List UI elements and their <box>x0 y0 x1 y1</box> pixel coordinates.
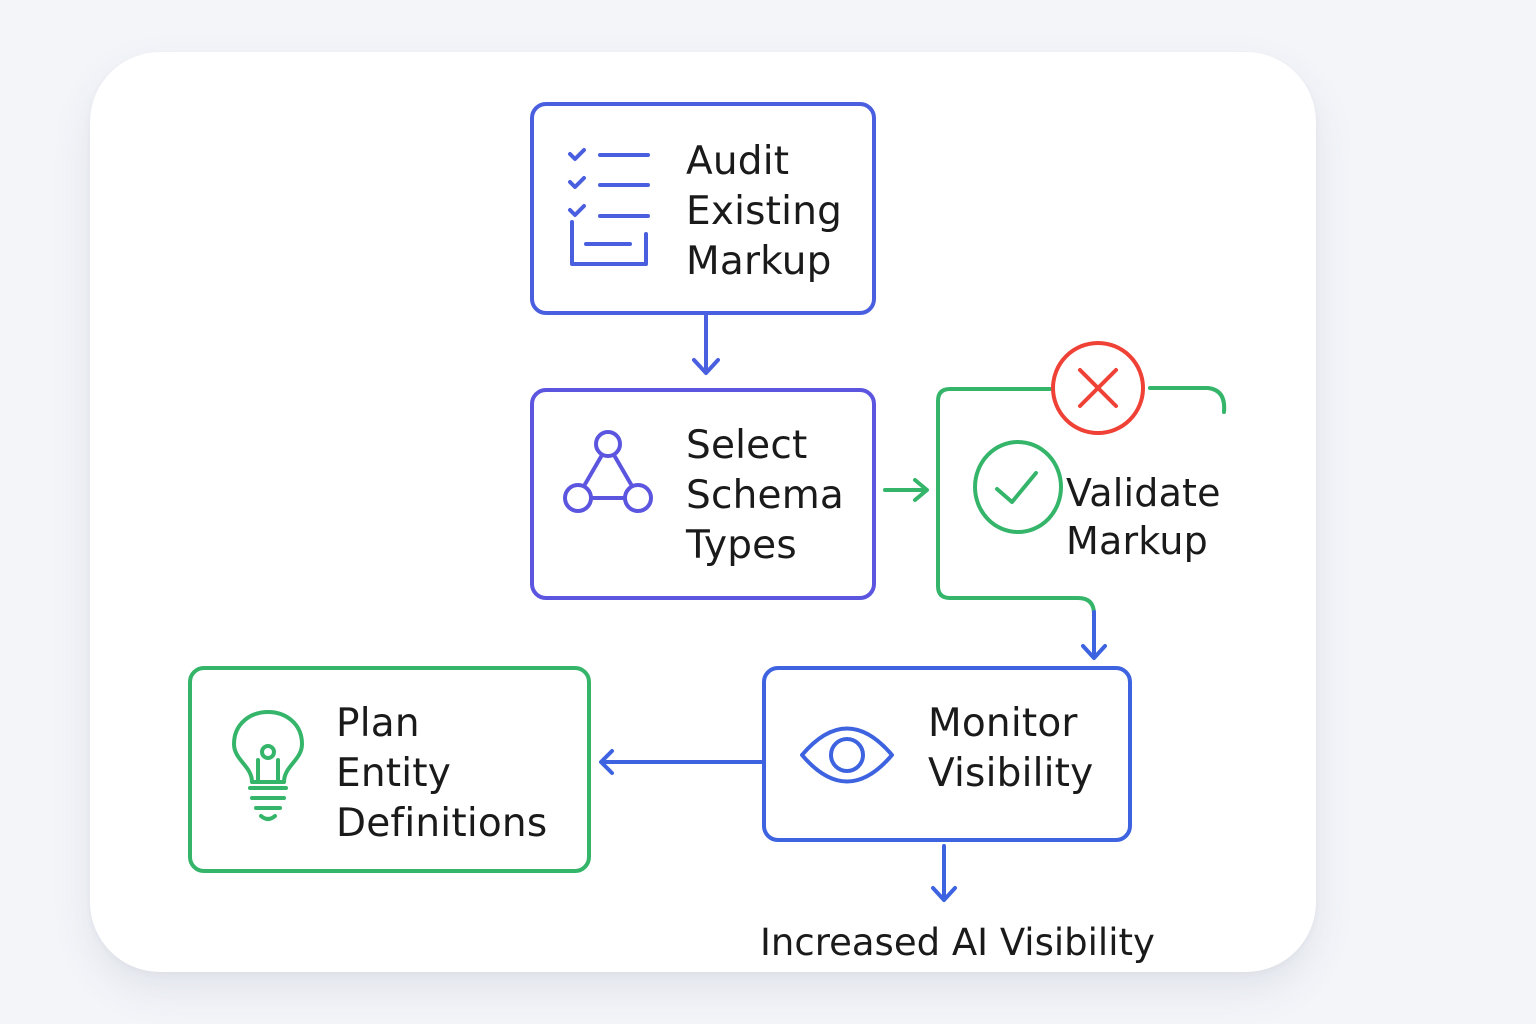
diagram-card <box>90 52 1316 972</box>
node-label-audit: Audit Existing Markup <box>686 139 843 284</box>
check-circle-icon <box>970 436 1066 536</box>
validate-frame <box>936 387 1096 656</box>
node-select-schema-types <box>530 388 876 600</box>
x-circle-icon <box>1046 336 1150 440</box>
validate-frame-tail <box>1148 386 1227 414</box>
node-label-select: Select Schema Types <box>686 423 844 568</box>
node-label-monitor: Monitor Visibility <box>928 701 1094 796</box>
node-label-validate: Validate Markup <box>1066 471 1221 563</box>
arrowhead-monitor-to-outcome <box>931 886 957 902</box>
node-audit-existing-markup <box>530 102 876 315</box>
node-plan-entity-definitions <box>188 666 591 873</box>
lightbulb-icon <box>228 708 308 826</box>
arrowhead-select-to-validate <box>913 478 929 502</box>
arrowhead-audit-to-select <box>692 358 720 375</box>
arrowhead-validate-to-monitor <box>1081 644 1107 660</box>
eye-icon <box>798 718 896 792</box>
node-monitor-visibility <box>762 666 1132 842</box>
node-graph-icon <box>558 428 658 520</box>
checklist-icon <box>562 146 654 272</box>
node-label-plan: Plan Entity Definitions <box>336 701 548 846</box>
arrowhead-monitor-to-plan <box>599 749 614 775</box>
outcome-label: Increased AI Visibility <box>760 921 1155 964</box>
